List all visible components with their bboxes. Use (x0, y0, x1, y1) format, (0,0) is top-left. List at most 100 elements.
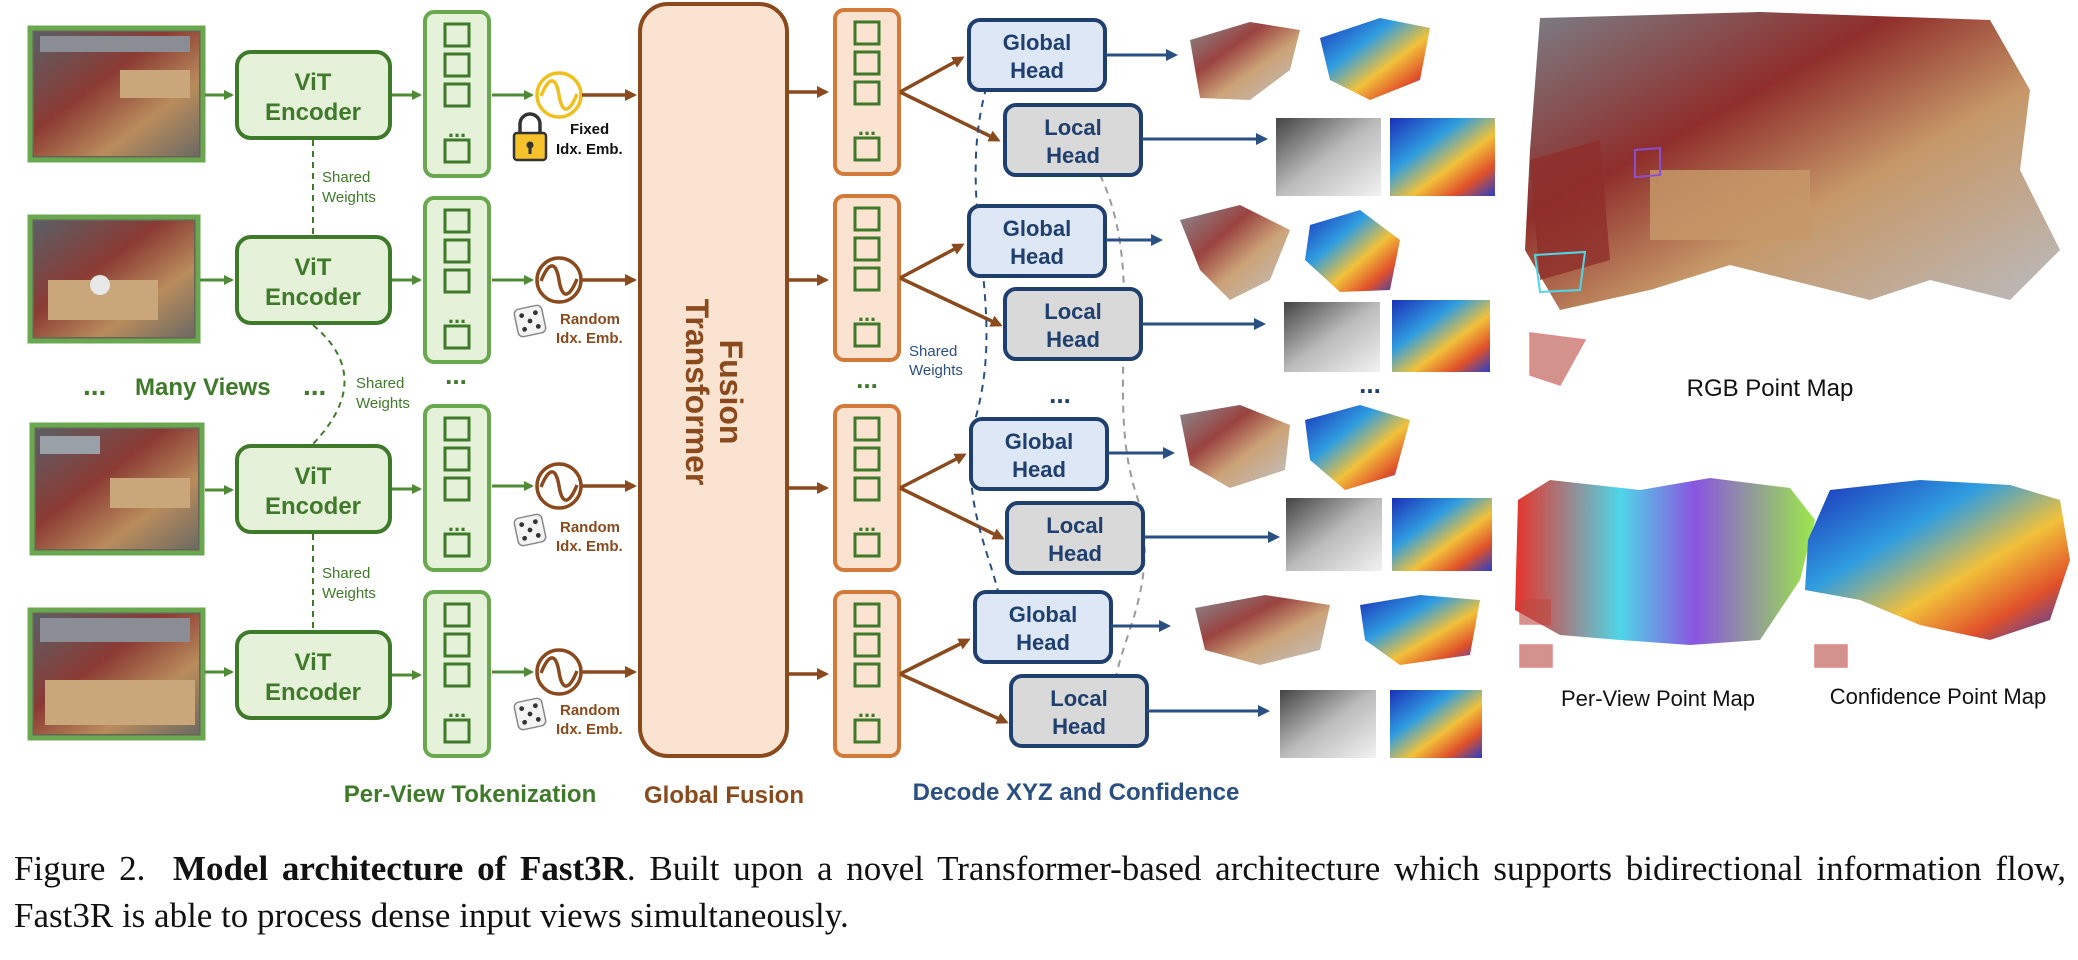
caption-title: Model architecture of Fast3R (172, 849, 627, 888)
encoder-label-line2: Encoder (265, 679, 361, 706)
fixed-embedding-symbol (535, 71, 583, 119)
confidence-point-map (1805, 480, 2070, 668)
decoded-token-column: ... (833, 404, 901, 572)
ellipsis-tokens: ... (445, 360, 467, 390)
arrow-tokens4-global-head (899, 638, 971, 676)
head-label-line1: Local (1044, 115, 1101, 140)
section-label-tokenization: Per-View Tokenization (344, 781, 597, 808)
vit-encoder-1: ViT Encoder (235, 50, 392, 140)
head-label-line1: Global (1005, 429, 1073, 454)
decoded-token-column: ... (833, 590, 901, 758)
shared-weights-label: Weights (322, 585, 376, 602)
shared-weights-label: Shared (322, 169, 370, 186)
section-label-fusion: Global Fusion (644, 782, 804, 809)
encoder-label-line1: ViT (295, 69, 332, 96)
encoder-label-line1: ViT (295, 254, 332, 281)
embedding-label-line1: Random (560, 519, 620, 536)
shared-weights-label: Shared (909, 343, 957, 360)
rgb-point-map-label: RGB Point Map (1687, 375, 1854, 402)
caption-prefix: Figure 2. (14, 849, 146, 888)
head-label-line2: Head (1052, 714, 1106, 739)
many-views-label: Many Views (135, 374, 271, 401)
arrow-tokens2-global-head (899, 243, 965, 280)
local-output-maps-1 (1276, 118, 1495, 196)
head-label-line2: Head (1046, 143, 1100, 168)
lock-icon (512, 112, 548, 162)
vit-encoder-2: ViT Encoder (235, 235, 392, 325)
token-ellipsis: ... (448, 117, 466, 142)
arrow-tokens1-local-head (899, 90, 1001, 142)
input-view-4 (27, 607, 206, 741)
local-heads-shared-connector (1099, 174, 1146, 701)
head-label-line1: Global (1003, 216, 1071, 241)
dice-icon (513, 697, 547, 731)
encoder-label-line1: ViT (295, 649, 332, 676)
embedding-label-line1: Random (560, 702, 620, 719)
token-ellipsis: ... (448, 511, 466, 536)
input-view-2 (27, 214, 201, 344)
head-label-line1: Local (1046, 513, 1103, 538)
token-column: ... (423, 10, 491, 178)
encoder-label-line2: Encoder (265, 99, 361, 126)
dice-icon (513, 304, 547, 338)
embedding-label-line1: Fixed (570, 121, 609, 138)
head-label-line2: Head (1016, 630, 1070, 655)
architecture-diagram: ViT Encoder ViT Encoder ViT Encoder ViT … (27, 2, 2070, 809)
global-heads-shared-connector (969, 74, 1003, 629)
head-label-line2: Head (1046, 327, 1100, 352)
embedding-label-line2: Idx. Emb. (556, 141, 623, 158)
per-view-point-map-label: Per-View Point Map (1561, 686, 1755, 711)
token-column: ... (423, 196, 491, 364)
random-embedding-symbol (535, 256, 583, 304)
per-view-point-map (1515, 478, 1815, 668)
local-output-maps-2 (1284, 300, 1490, 372)
ellipsis-decoded-tokens: ... (856, 364, 878, 394)
confidence-point-map-label: Confidence Point Map (1830, 684, 2046, 709)
decoded-token-column: ... (833, 8, 901, 176)
arrow-tokens2-local-head (899, 276, 1003, 327)
fusion-transformer: Fusion Transformer (638, 2, 789, 758)
input-view-3 (29, 422, 205, 556)
rgb-point-map (1525, 12, 2060, 386)
vit-encoder-4: ViT Encoder (235, 630, 392, 720)
token-ellipsis: ... (858, 697, 876, 722)
token-columns-decoded: ............ (833, 8, 901, 758)
arrow-tokens3-global-head (899, 453, 967, 490)
local-output-maps-4 (1280, 690, 1482, 758)
token-ellipsis: ... (858, 511, 876, 536)
global-output-pointmap-1 (1190, 18, 1430, 100)
ellipsis-outputs: ... (1359, 369, 1381, 399)
encoder-label-line2: Encoder (265, 493, 361, 520)
random-embedding-symbol (535, 648, 583, 696)
decoded-token-column: ... (833, 194, 901, 362)
caption-body: . Built upon a novel Transformer-based a… (14, 849, 2067, 935)
head-label-line2: Head (1048, 541, 1102, 566)
head-label-line1: Local (1050, 686, 1107, 711)
head-label-line1: Global (1009, 602, 1077, 627)
embedding-label-line2: Idx. Emb. (556, 330, 623, 347)
ellipsis-heads: ... (1049, 379, 1071, 409)
token-columns-green: ............ (423, 10, 491, 758)
shared-weights-label: Weights (909, 362, 963, 379)
arrow-tokens1-global-head (899, 56, 965, 94)
fusion-label-line2: Transformer (679, 299, 715, 486)
embedding-label-line2: Idx. Emb. (556, 538, 623, 555)
token-ellipsis: ... (858, 115, 876, 140)
global-output-pointmap-2 (1180, 205, 1400, 300)
token-ellipsis: ... (858, 301, 876, 326)
local-output-maps-3 (1286, 498, 1492, 571)
ellipsis-right: ... (303, 370, 326, 401)
head-label-line2: Head (1010, 58, 1064, 83)
token-ellipsis: ... (448, 697, 466, 722)
head-label-line1: Global (1003, 30, 1071, 55)
shared-weights-label: Weights (322, 189, 376, 206)
vit-encoder-3: ViT Encoder (235, 444, 392, 534)
encoder-label-line1: ViT (295, 463, 332, 490)
head-label-line2: Head (1012, 457, 1066, 482)
